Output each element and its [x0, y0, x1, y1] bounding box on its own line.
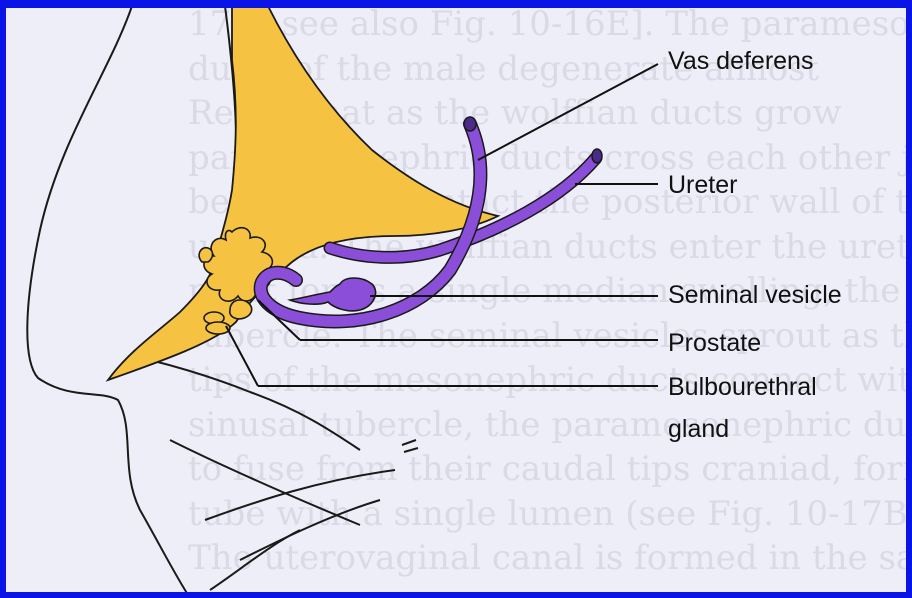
frame-left	[0, 0, 6, 598]
label-vas-deferens: Vas deferens	[668, 46, 813, 76]
label-ureter: Ureter	[668, 170, 737, 200]
frame-right	[906, 0, 912, 598]
label-prostate: Prostate	[668, 328, 761, 358]
vas-deferens-tube-end	[464, 117, 476, 131]
ureter-tube-end	[592, 149, 602, 163]
label-seminal-vesicle: Seminal vesicle	[668, 280, 842, 310]
label-bulbourethral-gland: gland	[668, 414, 729, 444]
frame-top	[0, 0, 912, 8]
frame-bottom	[0, 592, 912, 598]
label-bulbourethral: Bulbourethral	[668, 372, 817, 402]
